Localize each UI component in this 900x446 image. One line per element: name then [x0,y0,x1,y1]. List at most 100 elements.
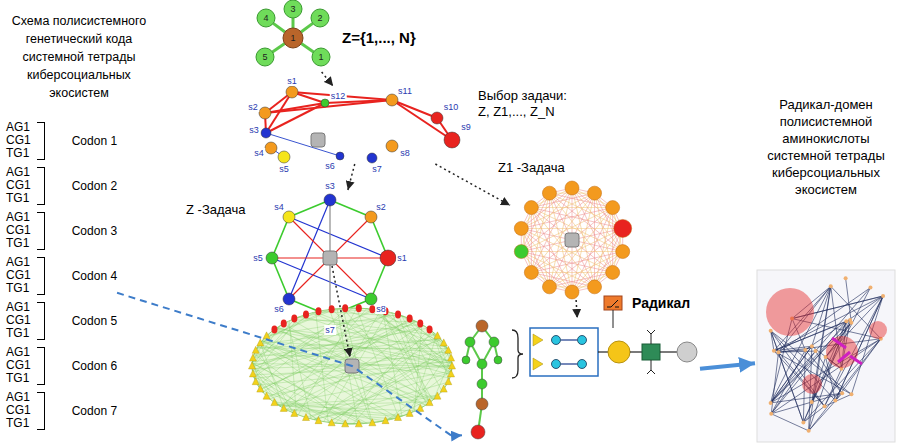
network-chord [277,328,423,407]
network-vertex [356,304,362,312]
network-vertex [280,404,287,411]
base-column: AG1CG1TG1 [6,211,31,250]
network-vertex [434,392,441,399]
hub-square [323,251,337,265]
graph-vertex [444,132,460,148]
vertex-label: s8 [375,304,387,314]
graph-link [521,228,622,251]
tree-node [462,356,470,364]
network-dot [814,349,818,353]
network-dot [833,399,837,403]
network-dot [829,284,833,288]
network-dot [849,392,853,396]
base-column: AG1CG1TG1 [6,166,31,205]
graph-link [549,193,594,287]
base-pair: TG1 [6,417,31,430]
network-chord [392,313,429,403]
graph-vertex [386,140,398,152]
codon-bracket [37,167,45,205]
graph-vertex [588,280,602,294]
network-chord [262,340,397,417]
network-line [771,339,881,414]
network-chord [258,347,417,411]
graph-link [531,208,612,273]
network-line [779,352,825,406]
network-chord [287,315,399,410]
vertex-label: s4 [273,202,285,212]
base-pair: CG1 [6,224,31,237]
z-task-graph-drawing [266,194,396,322]
graph-vertex [261,128,271,138]
graph-vertex [606,201,620,215]
network-chord [343,308,429,403]
graph-link [531,208,622,252]
leaf-node [257,9,275,27]
brace [512,330,523,378]
network-dot [769,412,773,416]
network-vertex [281,320,287,328]
network-dot [807,429,811,433]
antenna [647,330,655,374]
graph-vertex [278,151,290,163]
codon-label: Codon 7 [72,404,117,418]
graph-vertex [380,250,396,266]
graph-link [531,208,572,292]
network-line [812,286,831,346]
network-vertex [448,354,455,361]
graph-vertex [336,152,344,160]
network-vertex [445,378,452,385]
graph-link [289,200,330,299]
vertex-label: s6 [324,161,336,171]
network-vertex [445,346,452,353]
network-dot [881,294,885,298]
network-dot [844,319,848,323]
network-dot [769,401,773,405]
vertex-number: 3 [290,4,295,14]
wire [630,351,642,352]
network-vertex [382,417,389,424]
network-line [771,350,805,414]
network-line [771,321,846,414]
network-line [825,394,852,406]
flow-arrow [700,363,755,369]
base-column: AG1CG1TG1 [6,301,31,340]
network-dot [777,350,781,354]
network-vertex [355,420,362,427]
network-vertex [329,305,335,313]
network-vertex [328,419,335,426]
diagram-title: Схема полисистемного генетический кода с… [2,12,156,102]
codon-bracket [37,257,45,295]
network-line [779,350,806,352]
codon-group: AG1CG1TG1Codon 4 [6,256,117,295]
hub-square [311,133,325,147]
vertex-label: s5 [278,164,290,174]
network-chord [260,343,392,419]
graph-vertex [324,194,336,206]
graph-vertex [286,86,298,98]
graph-vertex [266,252,278,264]
graph-link [521,228,594,286]
root-node [283,28,303,48]
network-chord [386,395,439,421]
graph-link [266,133,340,156]
graph-link [549,272,612,286]
codon-bracket [37,392,45,430]
vertex-label: s1 [396,253,408,263]
network-chord [286,410,393,419]
node-heading: Выбор задачи: Z, Z1,..., Z_N [478,88,578,120]
network-dot [868,286,872,290]
tree-branch [272,44,284,52]
network-vertex [407,315,413,323]
vertex-label: s10 [443,102,460,112]
base-pair: CG1 [6,404,31,417]
leaf-node [311,9,329,27]
base-pair: TG1 [6,372,31,385]
graph-link [292,92,392,100]
network-chord [328,352,449,422]
codon-bracket [37,347,45,385]
network-vertex [271,399,278,406]
network-chord [276,404,384,421]
base-pair: TG1 [6,147,31,160]
network-vertex [449,362,456,369]
vertex-label: s6 [273,304,285,314]
